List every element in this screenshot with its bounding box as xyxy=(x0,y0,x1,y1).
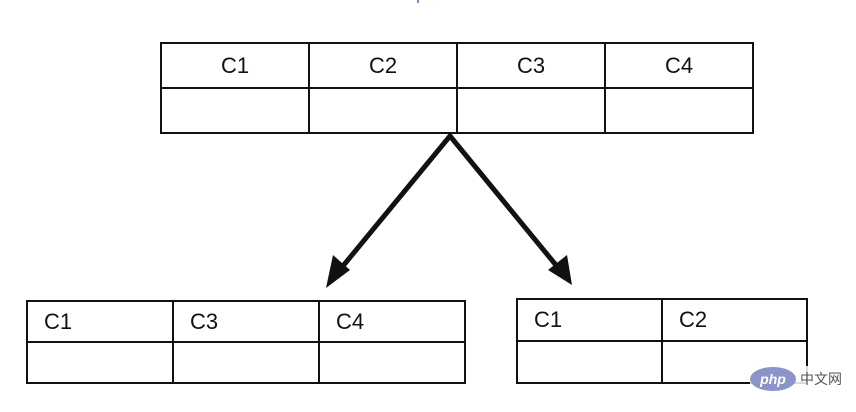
arrow-right-head-icon xyxy=(548,255,572,285)
table-header-row: C1 C2 xyxy=(516,298,808,342)
table-row xyxy=(516,340,808,384)
table-cell xyxy=(172,341,320,384)
arrow-to-right-line xyxy=(447,133,563,273)
watermark: php 中文网 xyxy=(750,366,842,392)
right-table: C1 C2 xyxy=(516,298,808,384)
table-row xyxy=(26,341,466,384)
header-cell-c3: C3 xyxy=(456,42,606,89)
table-cell xyxy=(318,341,466,384)
table-cell xyxy=(26,341,174,384)
table-cell xyxy=(516,340,663,384)
top-table: C1 C2 C3 C4 xyxy=(160,42,754,134)
watermark-text: 中文网 xyxy=(800,372,842,388)
table-header-row: C1 C3 C4 xyxy=(26,300,466,343)
table-cell xyxy=(661,340,808,384)
table-cell xyxy=(456,87,606,134)
table-cell xyxy=(308,87,458,134)
header-cell-c4: C4 xyxy=(604,42,754,89)
arrow-left-head-icon xyxy=(326,255,350,288)
arrow-to-left-line xyxy=(335,133,453,275)
header-cell-c2: C2 xyxy=(661,298,808,342)
header-cell-c1: C1 xyxy=(160,42,310,89)
php-logo-icon: php xyxy=(750,367,796,391)
header-cell-c1: C1 xyxy=(26,300,174,343)
table-row xyxy=(160,87,754,134)
top-edge-mark xyxy=(417,0,419,3)
table-cell xyxy=(604,87,754,134)
header-cell-c3: C3 xyxy=(172,300,320,343)
left-table: C1 C3 C4 xyxy=(26,300,466,384)
header-cell-c1: C1 xyxy=(516,298,663,342)
header-cell-c4: C4 xyxy=(318,300,466,343)
header-cell-c2: C2 xyxy=(308,42,458,89)
table-cell xyxy=(160,87,310,134)
table-header-row: C1 C2 C3 C4 xyxy=(160,42,754,89)
